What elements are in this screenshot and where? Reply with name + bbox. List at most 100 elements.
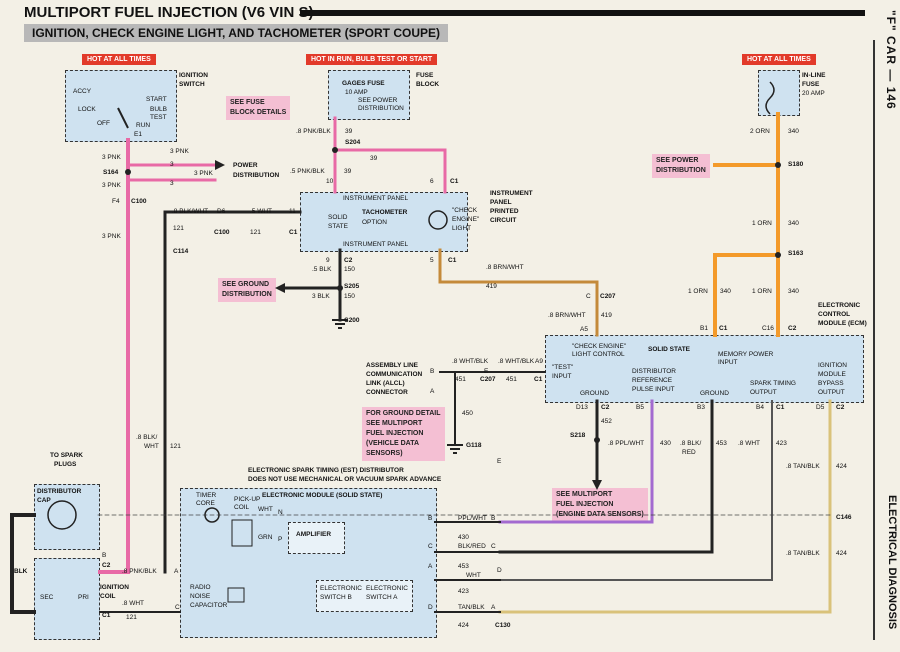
wire-label: 9	[326, 257, 330, 264]
electronic-switch-box	[316, 580, 413, 612]
hot-in-run-label: HOT IN RUN, BULB TEST OR START	[306, 54, 438, 65]
page-title: MULTIPORT FUEL INJECTION (V6 VIN S)	[24, 4, 314, 21]
power-dist-2: DISTRIBUTION	[233, 172, 280, 179]
wire-label: E	[484, 368, 489, 375]
est-n: N	[278, 509, 283, 516]
est-pickup-1: PICK-UP	[234, 496, 261, 503]
wire-label: 11	[289, 208, 296, 215]
wire-label: S164	[103, 169, 119, 176]
see-fuse-block-box: SEE FUSE BLOCK DETAILS	[226, 96, 291, 120]
ecm-bypass-3: BYPASS	[818, 380, 844, 387]
wire-3pnk-main	[98, 138, 130, 574]
wire-label: 423	[776, 440, 787, 447]
wire-label: 423	[458, 588, 469, 595]
est-swb-2: SWITCH B	[320, 594, 352, 601]
ign-lock: LOCK	[78, 106, 96, 113]
wire-label: S180	[788, 161, 804, 168]
wire-label: 3 PNK	[194, 170, 213, 177]
wire-label: C1	[719, 325, 728, 332]
splice-s204	[332, 147, 338, 153]
ipc-3: PRINTED	[490, 208, 519, 215]
wire-label: 3 PNK	[102, 182, 121, 189]
ipc-2: PANEL	[490, 199, 512, 206]
wire-label: .5 BLK	[312, 266, 332, 273]
wire-label: A	[174, 568, 179, 575]
wire-label: C207	[600, 293, 616, 300]
wire-label: 121	[126, 614, 137, 621]
wire-label: A9	[535, 358, 543, 365]
fuse-block-label-2: BLOCK	[416, 81, 440, 88]
wire-label: C1	[450, 178, 459, 185]
see-ground-distribution-box: SEE GROUND DISTRIBUTION	[218, 278, 276, 302]
wire-label: .8 PPL/WHT	[608, 440, 645, 447]
wire-label: C	[491, 543, 496, 550]
wire-label: 3	[170, 180, 174, 187]
ecm-mpi-1: MEMORY POWER	[718, 351, 774, 358]
radio-capacitor-icon	[227, 587, 245, 603]
ipc-4: CIRCUIT	[490, 217, 517, 224]
wire-label: C1	[102, 612, 111, 619]
ecm-title-3: MODULE (ECM)	[818, 320, 867, 327]
ign-e1: E1	[134, 131, 142, 138]
splice-s164	[125, 169, 131, 175]
wire-3pnk-power	[126, 163, 217, 182]
wire-label: 340	[788, 220, 799, 227]
ecm-ce: "CHECK ENGINE"	[572, 343, 627, 350]
wire-label: C146	[836, 514, 852, 521]
wire-pnkblk-39	[333, 116, 447, 194]
wire-label: .8 PNK/BLK	[122, 568, 157, 575]
wire-label: 430	[660, 440, 671, 447]
wire-label: S204	[345, 139, 361, 146]
wire-label: C100	[131, 198, 147, 205]
wire-label: .8 TAN/BLK	[786, 463, 820, 470]
side-rule	[873, 40, 875, 640]
ip-state: STATE	[328, 223, 348, 230]
wire-label: A5	[580, 326, 588, 333]
est-distributor-box	[180, 488, 437, 638]
ign-test: TEST	[150, 114, 167, 121]
fuse-block-box	[328, 70, 410, 120]
wire-label: 39	[344, 168, 352, 175]
wire-blk-453	[498, 399, 714, 554]
wire-label: 5	[430, 257, 434, 264]
wire-label: .8 WHT/BLK	[452, 358, 489, 365]
est-swa-2: SWITCH A	[366, 594, 398, 601]
est-p: P	[278, 536, 283, 543]
wire-label: 10	[326, 178, 334, 185]
wire-label: C2	[836, 404, 845, 411]
wire-label: 1 ORN	[752, 220, 772, 227]
wire-label: 450	[462, 410, 473, 417]
wire-label: 3 PNK	[170, 148, 189, 155]
ign-start: START	[146, 96, 167, 103]
wire-label: 121	[250, 229, 261, 236]
wire-label: .8 WHT	[738, 440, 761, 447]
pickup-coil-icon	[231, 519, 253, 547]
wire-label: C114	[173, 248, 189, 255]
wire-label: 453	[716, 440, 727, 447]
ignition-coil-box	[34, 558, 100, 640]
wire-label: 340	[788, 288, 799, 295]
wire-label: C2	[102, 562, 111, 569]
wire-label: 424	[458, 622, 469, 629]
wire-label: C	[586, 293, 591, 300]
ip-solid: SOLID	[328, 214, 348, 221]
wire-label: 419	[486, 283, 497, 290]
see-mfi-engine-sensors-box: SEE MULTIPORT FUEL INJECTION (ENGINE DAT…	[552, 488, 648, 522]
est-rn-1: RADIO	[190, 584, 211, 591]
wire-label: 3 PNK	[102, 154, 121, 161]
wire-label: 150	[344, 293, 355, 300]
wire-label: B5	[636, 404, 644, 411]
wire-label: E	[497, 458, 502, 465]
wire-label: 451	[455, 376, 466, 383]
est-rn-3: CAPACITOR	[190, 602, 228, 609]
wire-label: 452	[601, 418, 612, 425]
title-rule	[300, 10, 865, 16]
wire-label: .8 TAN/BLK	[786, 550, 820, 557]
ign-bulb: BULB	[150, 106, 167, 113]
ign-off: OFF	[97, 120, 110, 127]
wire-label: D	[497, 567, 502, 574]
alcl-4: CONNECTOR	[366, 389, 408, 396]
ecm-dref-3: PULSE INPUT	[632, 386, 675, 393]
section-label: ELECTRICAL DIAGNOSIS	[886, 495, 898, 630]
